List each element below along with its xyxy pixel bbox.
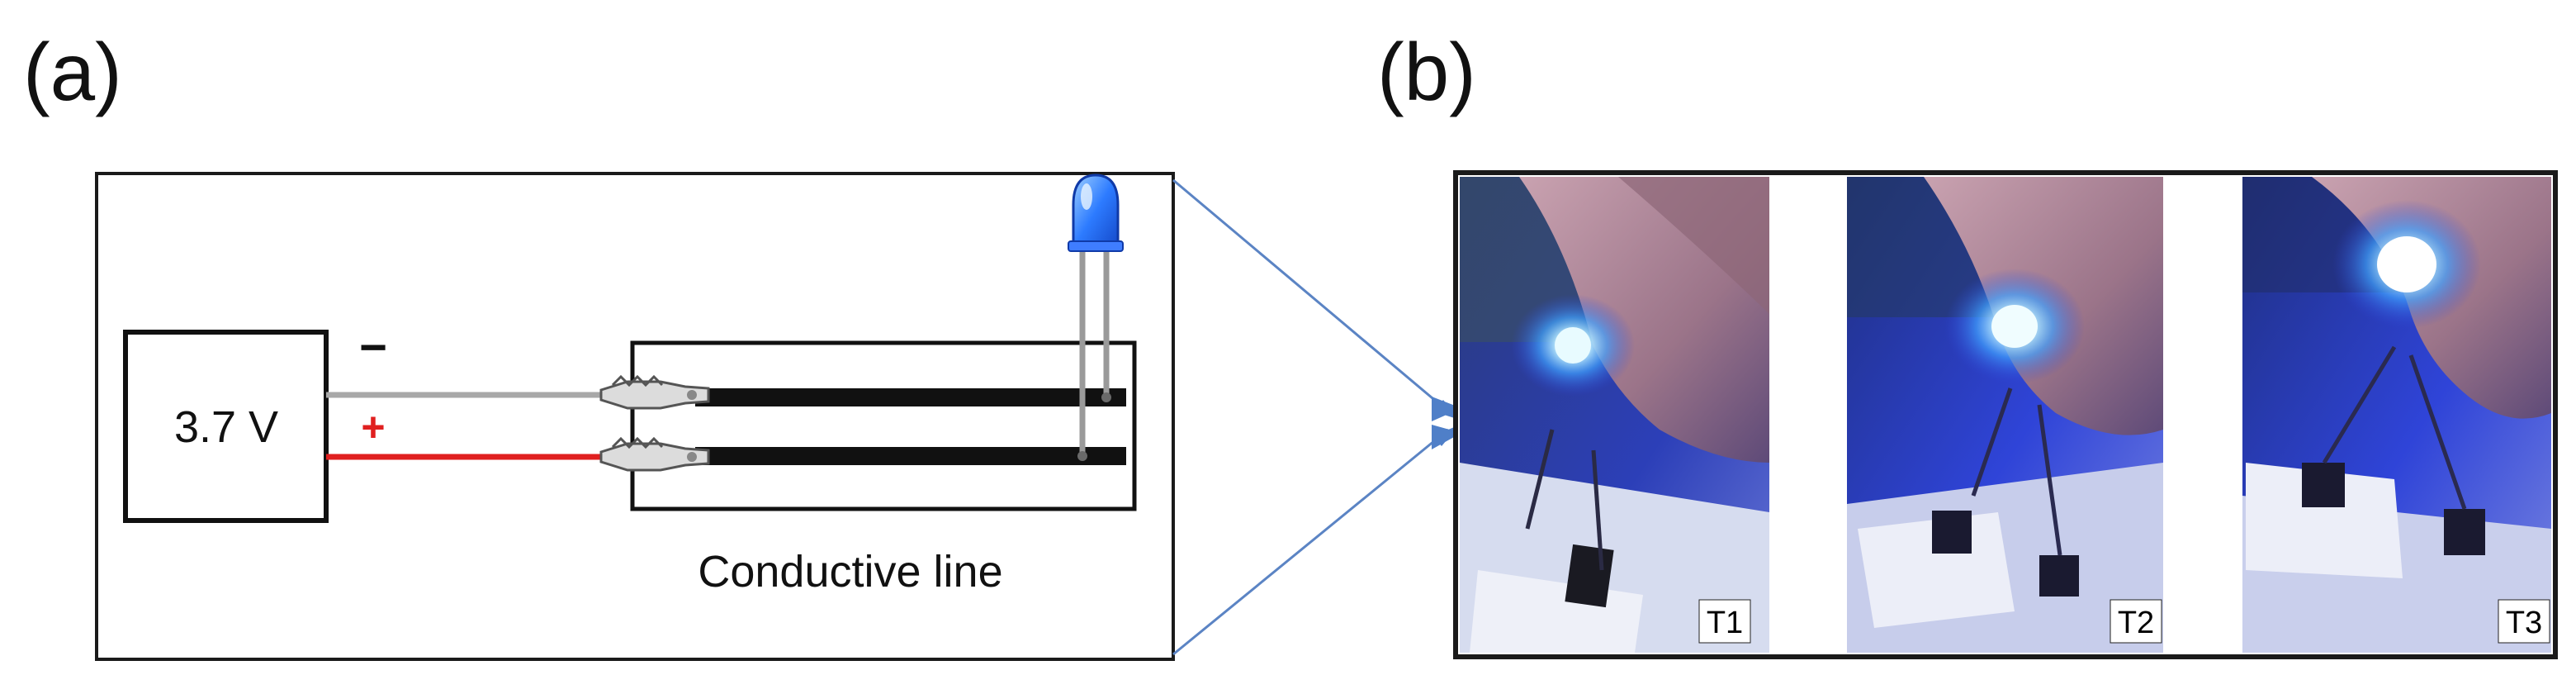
led-icon bbox=[1068, 174, 1124, 252]
conductive-board bbox=[630, 340, 1137, 511]
panel-label-b: (b) bbox=[1377, 26, 1476, 117]
battery-voltage-label: 3.7 V bbox=[174, 402, 278, 452]
photo-t1-label: T1 bbox=[1707, 606, 1743, 640]
photo-t3: T3 bbox=[2242, 177, 2551, 653]
photo-t2: T2 bbox=[1847, 177, 2163, 653]
plus-sign: + bbox=[361, 404, 385, 450]
battery-box bbox=[123, 330, 329, 523]
alligator-clip-bottom bbox=[599, 436, 710, 472]
photo-separator-1 bbox=[1769, 177, 1847, 653]
photo-t3-label: T3 bbox=[2506, 606, 2542, 640]
photo-t1: T1 bbox=[1460, 177, 1769, 653]
conductive-trace-top bbox=[695, 388, 1126, 406]
minus-sign: − bbox=[359, 321, 387, 374]
conductive-trace-bottom bbox=[695, 447, 1126, 465]
zoom-arrows bbox=[1172, 178, 1461, 656]
alligator-clip-top bbox=[599, 374, 710, 410]
photo-t2-label: T2 bbox=[2118, 606, 2154, 640]
conductive-line-label: Conductive line bbox=[698, 547, 1002, 597]
photo-separator-2 bbox=[2163, 177, 2242, 653]
panel-label-a: (a) bbox=[23, 26, 122, 117]
